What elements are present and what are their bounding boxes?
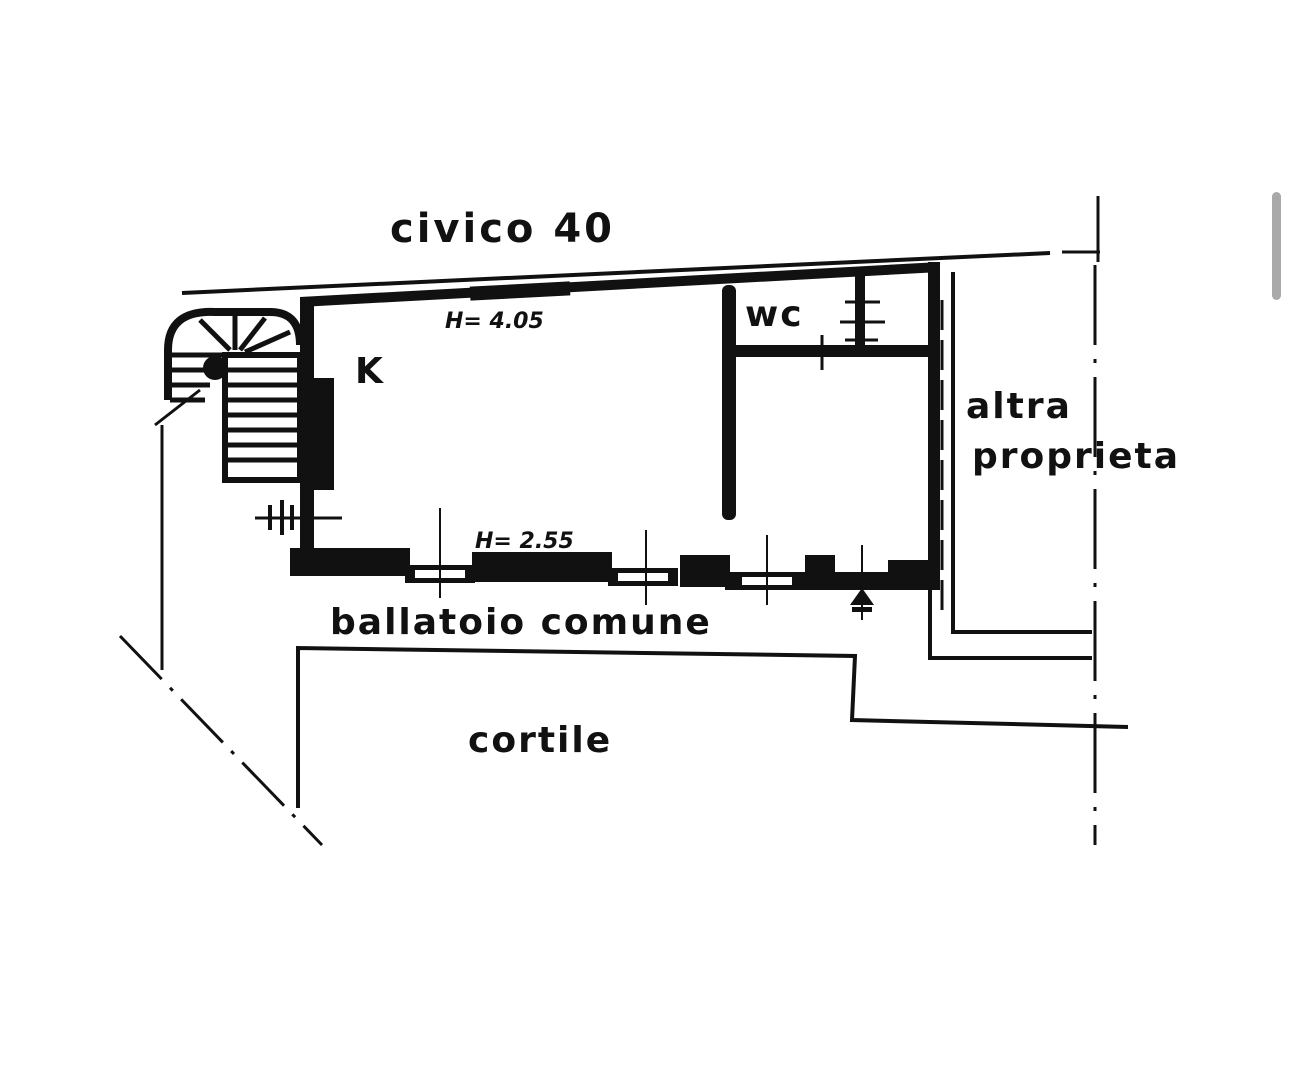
ceiling-height-bottom: H= 2.55 [475,529,574,554]
neighbor-label-line1: altra [966,386,1072,427]
ceiling-height-top: H= 4.05 [445,309,544,334]
street-boundary [181,196,1100,295]
vertical-scrollbar[interactable] [1272,192,1281,300]
utility-symbol [850,545,874,620]
room-label-kitchen: K [355,351,385,392]
dimension-ticks [439,508,768,605]
interior-partitions [722,272,932,520]
apartment-walls [290,262,1092,660]
spiral-staircase [154,307,304,483]
courtyard-boundary [118,265,1129,847]
room-label-wc: wc [745,294,804,335]
window [618,573,668,581]
street-label: civico 40 [390,206,615,252]
courtyard-label: cortile [468,720,612,761]
entrance-door [255,500,342,535]
neighbor-label-line2: proprieta [972,436,1180,477]
balcony-label: ballatoio comune [330,602,712,643]
